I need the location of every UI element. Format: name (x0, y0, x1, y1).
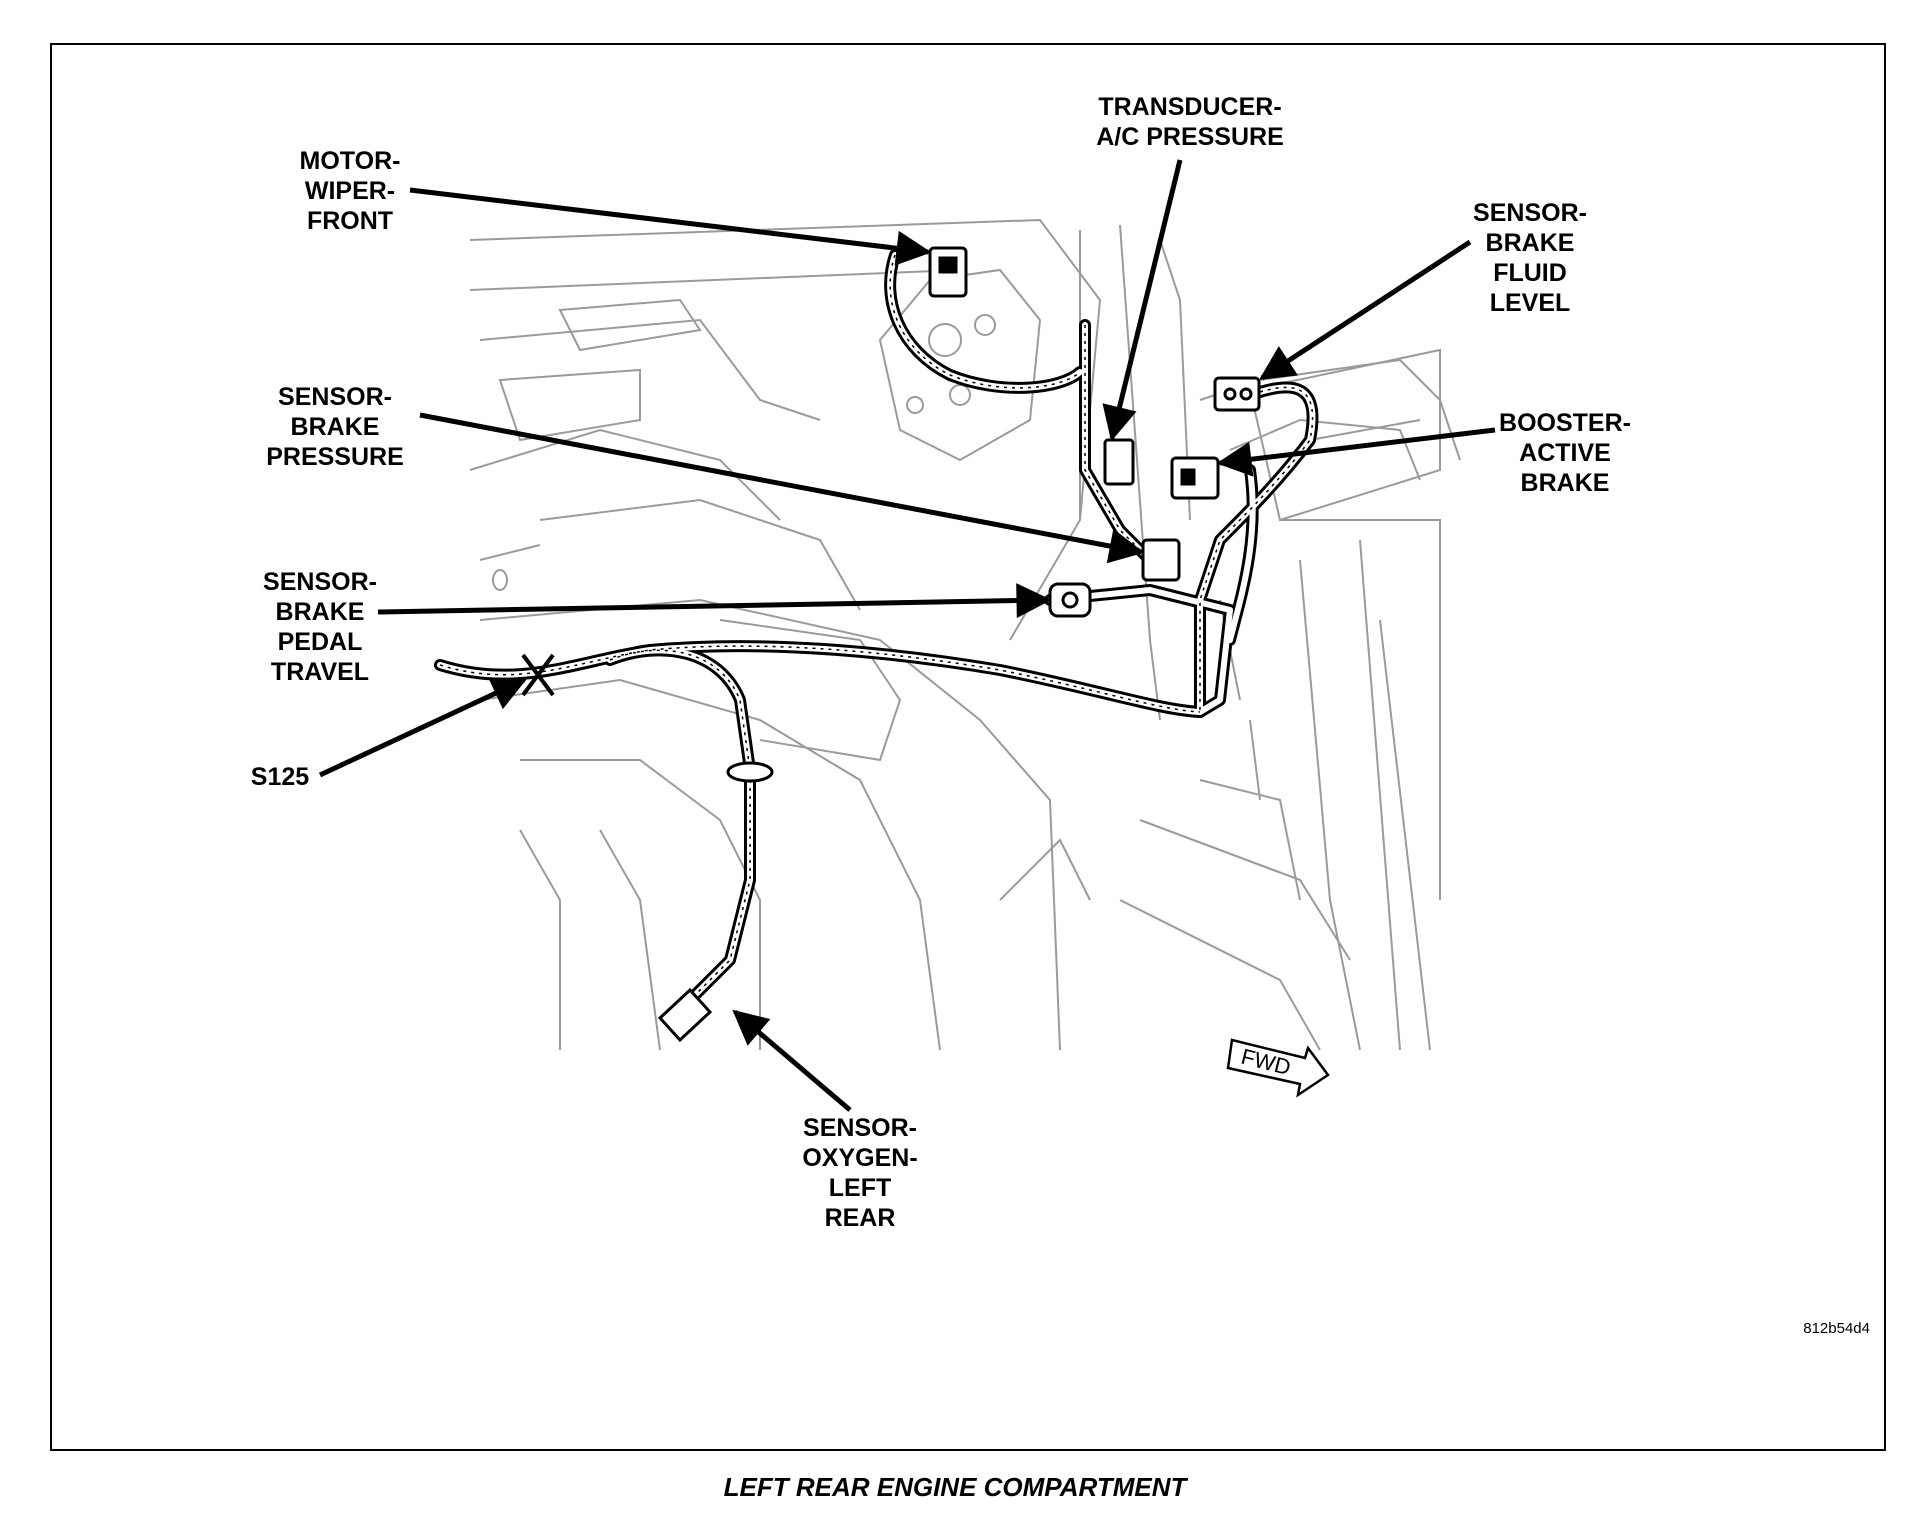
harness-clip (726, 761, 774, 783)
label-booster-active-brake: BOOSTER- ACTIVE BRAKE (1499, 409, 1631, 497)
connector-transducer-ac-pressure (1103, 438, 1135, 486)
diagram-frame (50, 43, 1886, 1451)
label-motor-wiper-front: MOTOR- WIPER- FRONT (299, 147, 401, 235)
wiring-harness (434, 249, 1319, 1026)
leader-arrows (318, 159, 1496, 1112)
connector-sensor-brake-fluid-level (1213, 376, 1261, 412)
connector-sensor-oxygen-left-rear (657, 987, 713, 1043)
figure-caption: LEFT REAR ENGINE COMPARTMENT (723, 1472, 1187, 1502)
label-transducer-ac-pressure: TRANSDUCER- A/C PRESSURE (1096, 93, 1284, 151)
fwd-arrow-icon: FWD (1226, 1038, 1330, 1098)
splice-s125-mark (521, 653, 555, 697)
label-sensor-brake-pressure: SENSOR- BRAKE PRESSURE (266, 383, 404, 471)
fwd-label: FWD (1239, 1044, 1294, 1080)
label-sensor-brake-pedal-travel: SENSOR- BRAKE PEDAL TRAVEL (263, 568, 377, 686)
label-sensor-oxygen-left-rear: SENSOR- OXYGEN- LEFT REAR (802, 1114, 918, 1232)
connector-motor-wiper-front (928, 246, 968, 298)
connector-sensor-brake-pressure (1141, 538, 1181, 582)
label-sensor-brake-fluid-level: SENSOR- BRAKE FLUID LEVEL (1473, 199, 1587, 317)
label-s125: S125 (250, 763, 310, 791)
connector-booster-active-brake (1170, 456, 1220, 500)
connector-sensor-brake-pedal-travel (1048, 582, 1092, 618)
diagram-id: 812b54d4 (1803, 1320, 1870, 1337)
